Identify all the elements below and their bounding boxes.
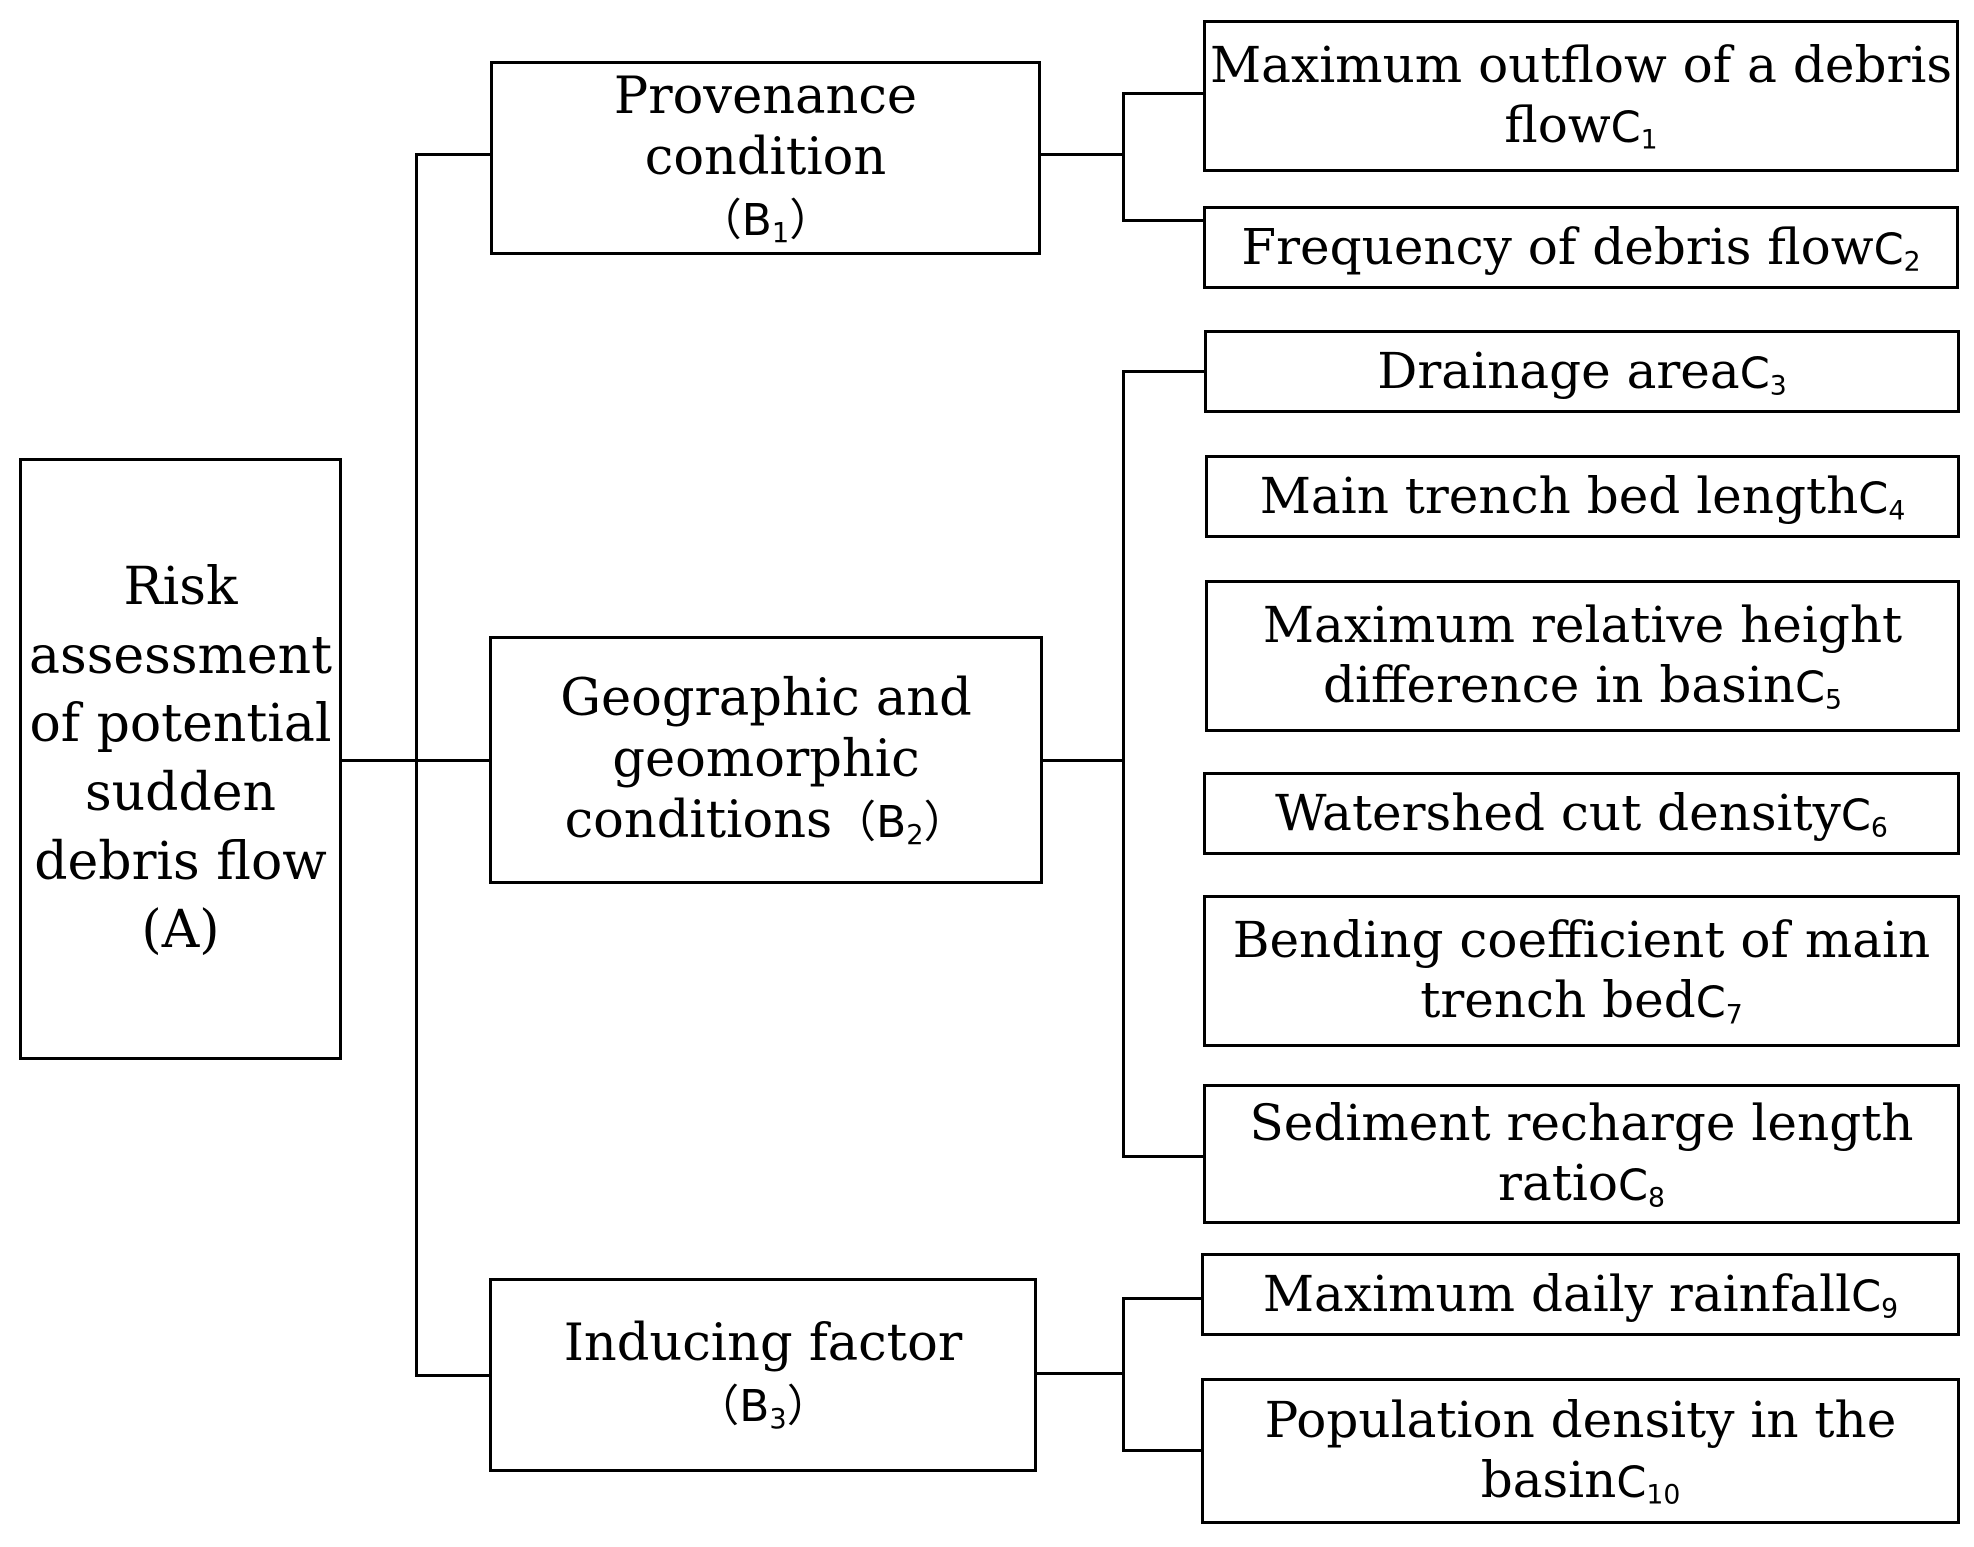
root-line: of potential <box>29 694 332 755</box>
criterion-code: （B2） <box>832 796 968 851</box>
indicator-code: C10 <box>1616 1458 1681 1511</box>
indicator-line: Population density in the <box>1264 1391 1897 1450</box>
root-node-a: Risk assessment of potential sudden debr… <box>19 458 342 1060</box>
criterion-node-b2: Geographic and geomorphic conditions（B2） <box>489 636 1043 884</box>
indicator-code: C4 <box>1858 473 1906 527</box>
indicator-last-line: Drainage areaC3 <box>1377 341 1787 402</box>
indicator-code: C9 <box>1851 1271 1899 1325</box>
indicator-code: C3 <box>1739 348 1787 402</box>
indicator-code: C6 <box>1840 790 1888 844</box>
indicator-node-c6: Watershed cut densityC6 <box>1203 772 1960 855</box>
connector-b1-stem <box>1041 153 1124 156</box>
indicator-node-c2: Frequency of debris flowC2 <box>1203 206 1959 289</box>
criterion-line: Geographic and <box>560 668 972 728</box>
connector-to-c10 <box>1122 1449 1201 1452</box>
criterion-line: Provenance condition <box>613 66 918 187</box>
criterion-line: Inducing factor <box>563 1314 963 1374</box>
connector-to-c9 <box>1122 1297 1201 1300</box>
criterion-code: （B3） <box>695 1381 831 1436</box>
root-line: debris flow <box>34 831 327 892</box>
indicator-code: C1 <box>1610 103 1658 156</box>
indicator-node-c7: Bending coefficient of main trench bedC7 <box>1203 895 1960 1047</box>
criterion-code-line: （B1） <box>698 188 833 250</box>
indicator-code: C2 <box>1873 224 1921 278</box>
indicator-line: Bending coefficient of main <box>1232 911 1931 970</box>
indicator-node-c8: Sediment recharge length ratioC8 <box>1203 1084 1960 1224</box>
indicator-line: Maximum outflow of a debris <box>1209 36 1953 95</box>
indicator-last-line: basinC10 <box>1480 1451 1681 1511</box>
indicator-line: Sediment recharge length <box>1249 1094 1914 1153</box>
connector-b3-trunk <box>1122 1297 1125 1452</box>
indicator-code: C7 <box>1695 978 1743 1031</box>
connector-to-b1 <box>415 153 490 156</box>
indicator-node-c10: Population density in the basinC10 <box>1201 1378 1960 1524</box>
criterion-code-line: （B3） <box>695 1374 830 1436</box>
indicator-node-c1: Maximum outflow of a debris flowC1 <box>1203 20 1959 172</box>
connector-to-c3 <box>1122 370 1204 373</box>
connector-b2-trunk <box>1122 370 1125 1158</box>
connector-to-b3 <box>415 1374 489 1377</box>
root-line: (A) <box>141 900 220 961</box>
indicator-last-line: Frequency of debris flowC2 <box>1241 217 1921 278</box>
indicator-node-c5: Maximum relative height difference in ba… <box>1205 580 1960 732</box>
criterion-line: geomorphic <box>612 729 920 789</box>
criterion-node-b1: Provenance condition （B1） <box>490 61 1041 255</box>
indicator-line: Maximum relative height <box>1262 596 1903 655</box>
indicator-last-line: difference in basinC5 <box>1322 656 1843 716</box>
root-line: assessment <box>29 625 332 686</box>
connector-to-c8 <box>1122 1155 1203 1158</box>
connector-to-c1 <box>1122 92 1203 95</box>
root-line: sudden <box>84 763 276 823</box>
indicator-code: C8 <box>1617 1161 1665 1214</box>
indicator-last-line: trench bedC7 <box>1420 971 1743 1031</box>
connector-to-c2 <box>1122 219 1203 222</box>
indicator-last-line: ratioC8 <box>1498 1154 1665 1214</box>
indicator-last-line: flowC1 <box>1504 96 1658 156</box>
indicator-last-line: Maximum daily rainfallC9 <box>1262 1264 1899 1325</box>
indicator-node-c4: Main trench bed lengthC4 <box>1205 455 1960 538</box>
indicator-node-c9: Maximum daily rainfallC9 <box>1201 1253 1960 1336</box>
indicator-last-line: Watershed cut densityC6 <box>1275 783 1888 844</box>
indicator-code: C5 <box>1795 663 1843 716</box>
connector-a-trunk <box>415 153 418 1377</box>
criterion-code: （B1） <box>697 194 834 249</box>
criterion-last-line: conditions（B2） <box>564 790 968 851</box>
indicator-node-c3: Drainage areaC3 <box>1204 330 1960 413</box>
root-line: Risk <box>123 557 238 618</box>
connector-b3-stem <box>1037 1372 1124 1375</box>
indicator-last-line: Main trench bed lengthC4 <box>1259 466 1906 527</box>
connector-b1-trunk <box>1122 92 1125 222</box>
connector-b2-stem <box>1043 759 1124 762</box>
criterion-node-b3: Inducing factor （B3） <box>489 1278 1037 1472</box>
